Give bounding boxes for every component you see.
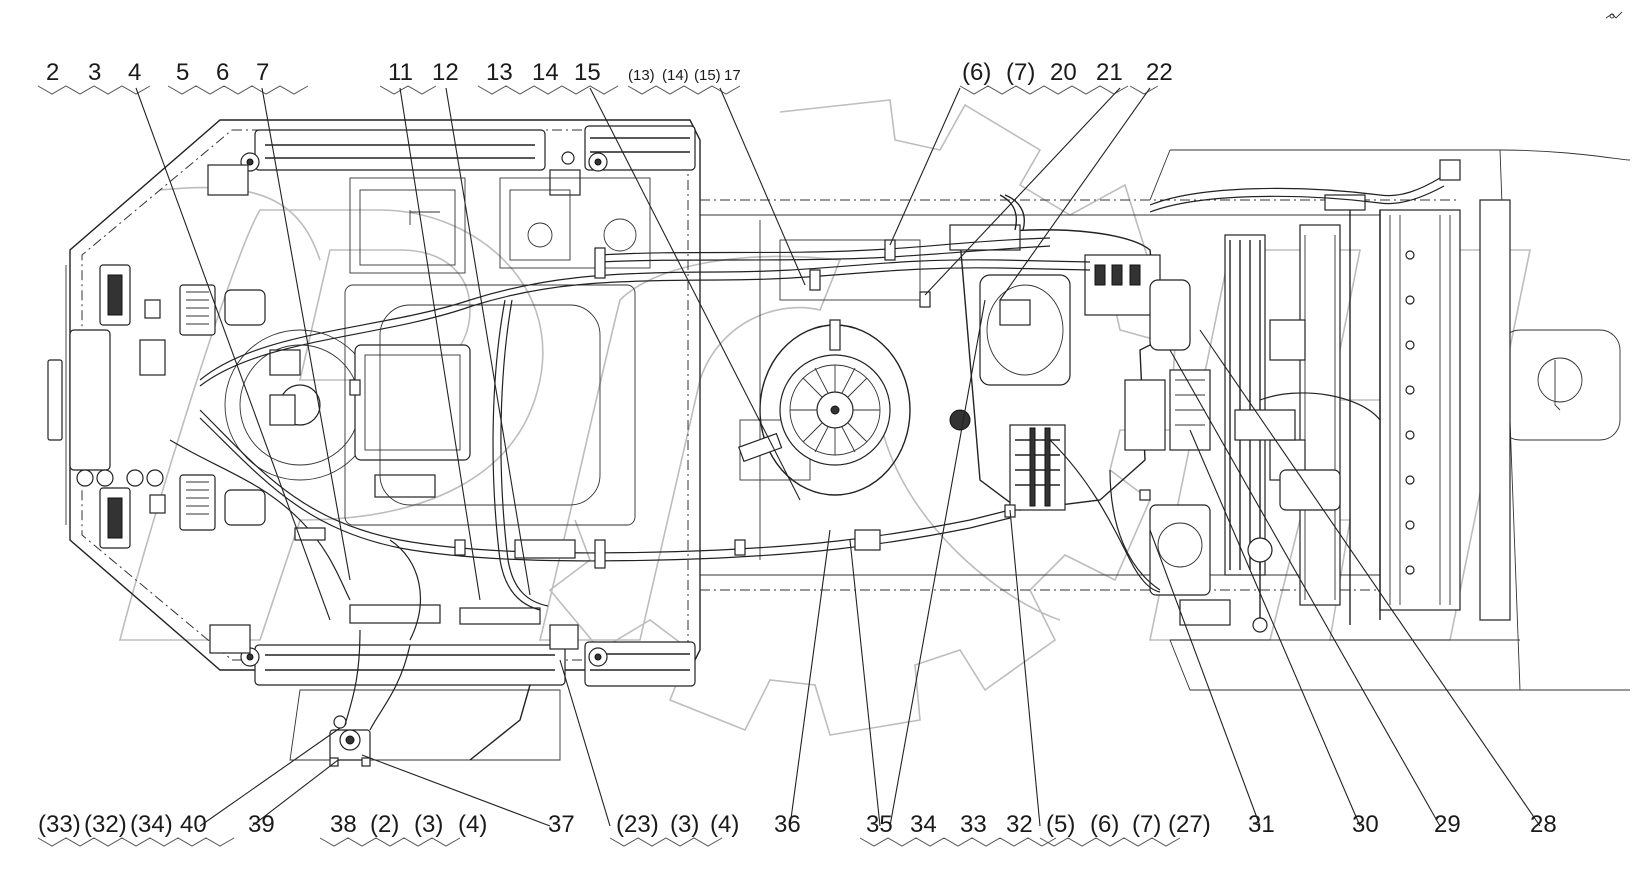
- blower-wheel-icon: [738, 319, 911, 496]
- callout-label: (7): [1006, 59, 1035, 86]
- hose-clamps: [294, 239, 1151, 569]
- callout-label: 29: [1434, 811, 1461, 838]
- callout-label: 15: [574, 59, 601, 86]
- callout-label: 17: [724, 67, 741, 84]
- callout-label: (5): [1046, 811, 1075, 838]
- callout-label: 35: [866, 811, 893, 838]
- callout-label: 2: [46, 59, 59, 86]
- callout-label: 3: [88, 59, 101, 86]
- callout-label: 20: [1050, 59, 1077, 86]
- radiator-fan-icon: [1224, 159, 1511, 625]
- leader-lines: [37, 85, 1541, 847]
- callout-label: (2): [370, 811, 399, 838]
- callout-label: 37: [548, 811, 575, 838]
- callout-label: (32): [84, 811, 127, 838]
- callout-label: (7): [1132, 811, 1161, 838]
- callout-label: 39: [248, 811, 275, 838]
- steering-wheel: [224, 329, 376, 481]
- dashboard: [69, 264, 266, 549]
- callout-label: 34: [910, 811, 937, 838]
- cab-floor-panels: [344, 177, 651, 526]
- callout-label: 4: [128, 59, 141, 86]
- callout-label: 6: [216, 59, 229, 86]
- callout-label: (6): [962, 59, 991, 86]
- heater-valve-cluster: [329, 715, 371, 767]
- callout-label: 5: [176, 59, 189, 86]
- callout-label: 14: [532, 59, 559, 86]
- top-door-rail: [207, 125, 696, 196]
- callout-label: 21: [1096, 59, 1123, 86]
- callout-label: 33: [960, 811, 987, 838]
- callout-label: 28: [1530, 811, 1557, 838]
- top-callout-labels: 2 3 4 5 6 7 11 12 13 14 15 (13) (14) (15…: [46, 59, 1173, 86]
- callout-label: (23): [616, 811, 659, 838]
- callout-label: (27): [1168, 811, 1211, 838]
- callout-label: 31: [1248, 811, 1275, 838]
- callout-label: 11: [388, 59, 413, 86]
- expansion-tank-icon: [1149, 409, 1341, 633]
- callout-label: (15): [694, 67, 721, 84]
- heater-hose-routes: [169, 177, 1445, 731]
- operator-seat: [354, 344, 471, 498]
- callout-label: 32: [1006, 811, 1033, 838]
- callout-label: (13): [628, 67, 655, 84]
- callout-label: (14): [662, 67, 689, 84]
- callout-label: 40: [180, 811, 207, 838]
- callout-label: (3): [670, 811, 699, 838]
- callout-label: (33): [38, 811, 81, 838]
- callout-label: (34): [130, 811, 173, 838]
- callout-label: 30: [1352, 811, 1379, 838]
- bottom-callout-labels: (33) (32) (34) 40 39 38 (2) (3) (4) 37 (…: [38, 811, 1557, 838]
- callout-label: 13: [486, 59, 513, 86]
- callout-label: 38: [330, 811, 357, 838]
- callout-label: (4): [710, 811, 739, 838]
- callout-label: (3): [414, 811, 443, 838]
- engine-block: [949, 194, 1211, 511]
- callout-label: (4): [458, 811, 487, 838]
- bottom-door-rail: [209, 604, 696, 687]
- callout-label: 22: [1146, 59, 1173, 86]
- callout-label: 36: [774, 811, 801, 838]
- corner-mark: [1605, 11, 1623, 19]
- callout-label: 7: [256, 59, 269, 86]
- callout-label: 12: [432, 59, 459, 86]
- callout-label: (6): [1090, 811, 1119, 838]
